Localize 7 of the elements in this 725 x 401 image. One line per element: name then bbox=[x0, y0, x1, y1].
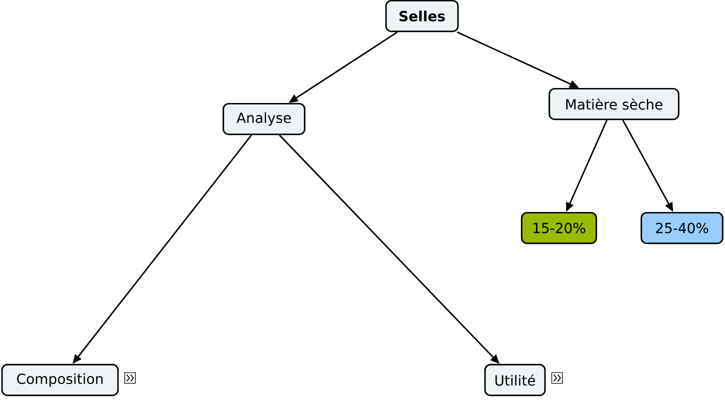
concept-box: 25-40% bbox=[640, 212, 724, 244]
concept-box: Matière sèche bbox=[548, 88, 680, 120]
concept-box: Selles bbox=[385, 0, 459, 32]
concept-box: Composition bbox=[1, 364, 119, 396]
concept-box: Utilité bbox=[484, 364, 546, 396]
concept-box: Analyse bbox=[222, 102, 306, 136]
concept-box: 15-20% bbox=[520, 212, 598, 244]
